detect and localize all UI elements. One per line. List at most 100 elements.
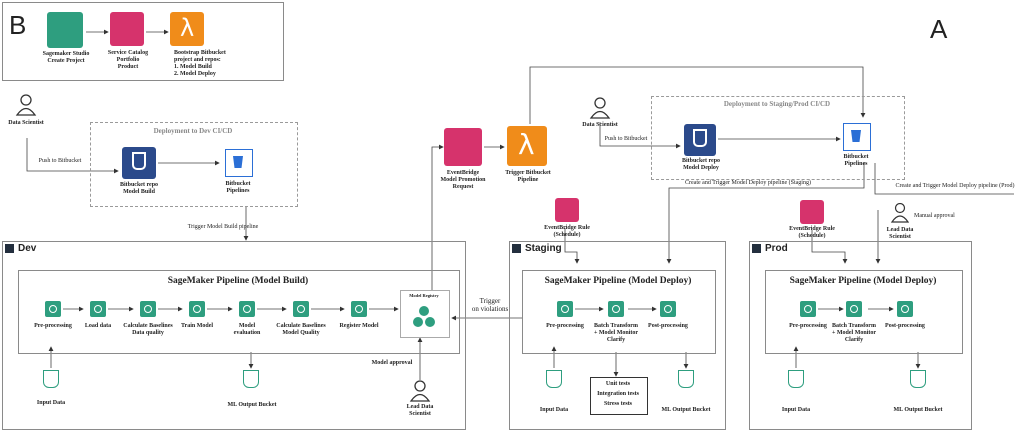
model-approval-label: Model approval — [371, 360, 413, 366]
lead-dev-label: Lead Data Scientist — [406, 404, 434, 417]
lambda-bootstrap-icon — [170, 12, 204, 46]
prod-output-label: ML Output Bucket — [893, 407, 943, 413]
prod-env-frame — [749, 241, 972, 430]
dev-step-baseline-data-icon — [140, 301, 156, 317]
staging-pipeline-title: SageMaker Pipeline (Model Deploy) — [544, 276, 692, 286]
lead-prod-label: Lead Data Scientist — [886, 227, 914, 240]
manual-approval-label: Manual approval — [914, 213, 955, 219]
model-registry-label: Model Registry — [409, 293, 439, 298]
dev-push-label: Push to Bitbucket — [38, 158, 82, 164]
stage-cicd-title: Deployment to Staging/Prod CI/CD — [723, 100, 831, 108]
prod-step-postprocessing-icon — [897, 301, 913, 317]
panel-b-frame — [2, 2, 284, 81]
prod-pipeline-frame — [765, 270, 963, 354]
dev-pipeline-frame — [18, 270, 460, 354]
dev-step-register-icon — [351, 301, 367, 317]
dev-step-train-icon — [189, 301, 205, 317]
dev-step-label: Register Model — [339, 323, 379, 329]
staging-step-postprocessing-icon — [660, 301, 676, 317]
lambda-trigger-icon — [507, 126, 547, 166]
panel-a-letter: A — [930, 14, 948, 44]
lead-scientist-icon — [409, 380, 431, 402]
staging-env-label: Staging — [525, 243, 562, 254]
staging-input-label: Input Data — [539, 407, 569, 413]
dev-env-frame — [2, 241, 466, 430]
input-data-bucket-icon — [546, 370, 562, 388]
eventbridge-promotion-icon — [444, 128, 482, 166]
stage-push-label: Push to Bitbucket — [604, 136, 648, 142]
panel-b-letter: B — [9, 10, 27, 40]
ml-output-bucket-icon — [243, 370, 259, 388]
trigger-build-label: Trigger Model Build pipeline — [187, 224, 259, 230]
aws-account-icon — [752, 244, 761, 253]
person-icon — [589, 97, 611, 119]
staging-step-batch-icon — [608, 301, 624, 317]
aws-account-icon — [512, 244, 521, 253]
prod-pipeline-title: SageMaker Pipeline (Model Deploy) — [789, 276, 937, 286]
catalog-label: Service Catalog Portfolio Product — [107, 50, 149, 70]
aws-account-icon — [5, 244, 14, 253]
bucket-glyph — [693, 129, 707, 147]
lambda-glyph: λ — [180, 14, 195, 42]
staging-step-label: Batch Transform + Model Monitor Clarify — [593, 323, 639, 343]
dev-cicd-title: Deployment to Dev CI/CD — [153, 127, 233, 135]
tests-box — [590, 377, 648, 415]
dev-step-preprocessing-icon — [45, 301, 61, 317]
data-scientist-label: Data Scientist — [8, 120, 44, 126]
create-staging-label: Create and Trigger Model Deploy pipeline… — [685, 180, 811, 186]
dev-step-load-icon — [90, 301, 106, 317]
dev-step-baseline-model-icon — [293, 301, 309, 317]
eventbridge-rule-prod-icon — [800, 200, 824, 224]
person-icon — [15, 94, 37, 116]
stage-repo-label: Bitbucket repo Model Deploy — [681, 158, 721, 171]
input-data-bucket-icon — [788, 370, 804, 388]
prod-step-batch-icon — [846, 301, 862, 317]
input-data-bucket-icon — [43, 370, 59, 388]
stage-cicd-frame — [651, 96, 905, 180]
trigger-violations-label: Trigger on violations — [471, 297, 509, 314]
rule-prod-label: EventBridge Rule (Schedule) — [789, 226, 835, 239]
prod-step-label: Pre-processing — [789, 323, 827, 329]
staging-pipeline-frame — [522, 270, 716, 354]
create-prod-label: Create and Trigger Model Deploy pipeline… — [895, 183, 1015, 189]
rule-staging-label: EventBridge Rule (Schedule) — [544, 225, 590, 238]
ml-output-bucket-icon — [678, 370, 694, 388]
dev-pipelines-label: Bitbucket Pipelines — [225, 181, 251, 194]
prod-env-label: Prod — [765, 243, 788, 254]
test-item: Stress tests — [603, 401, 633, 407]
dev-input-label: Input Data — [36, 400, 66, 406]
dev-output-label: ML Output Bucket — [227, 402, 277, 408]
bucket-glyph — [132, 152, 146, 170]
dev-step-label: Load data — [84, 323, 112, 329]
stage-pipelines-label: Bitbucket Pipelines — [843, 154, 869, 167]
pipelines-glyph — [233, 156, 243, 168]
staging-step-preprocessing-icon — [557, 301, 573, 317]
dev-step-evaluation-icon — [239, 301, 255, 317]
prod-step-label: Post-processing — [885, 323, 925, 329]
test-item: Integration tests — [597, 391, 639, 397]
service-catalog-icon — [110, 12, 144, 46]
prod-step-preprocessing-icon — [800, 301, 816, 317]
dev-cicd-frame — [90, 122, 298, 207]
dev-step-label: Model evaluation — [233, 323, 261, 336]
lead-scientist-icon — [890, 203, 910, 223]
model-registry-icon — [411, 304, 437, 330]
trigger-lambda-label: Trigger Bitbucket Pipeline — [505, 170, 551, 183]
dev-pipeline-title: SageMaker Pipeline (Model Build) — [167, 276, 309, 286]
eventbridge-label: EventBridge Model Promotion Request — [440, 170, 486, 190]
dev-step-label: Calculate Baselines Data quality — [123, 323, 173, 336]
dev-step-label: Pre-processing — [34, 323, 72, 329]
staging-step-label: Post-processing — [648, 323, 688, 329]
sagemaker-studio-icon — [47, 12, 83, 48]
dev-step-label: Calculate Baselines Model Quality — [276, 323, 326, 336]
staging-output-label: ML Output Bucket — [661, 407, 711, 413]
eventbridge-rule-staging-icon — [555, 198, 579, 222]
prod-step-label: Batch Transform + Model Monitor Clarify — [831, 323, 877, 343]
studio-label: Sagemaker Studio Create Project — [42, 51, 90, 64]
staging-step-label: Pre-processing — [546, 323, 584, 329]
data-scientist-label: Data Scientist — [582, 122, 618, 128]
test-item: Unit tests — [605, 381, 631, 387]
dev-env-label: Dev — [18, 243, 37, 254]
prod-input-label: Input Data — [781, 407, 811, 413]
